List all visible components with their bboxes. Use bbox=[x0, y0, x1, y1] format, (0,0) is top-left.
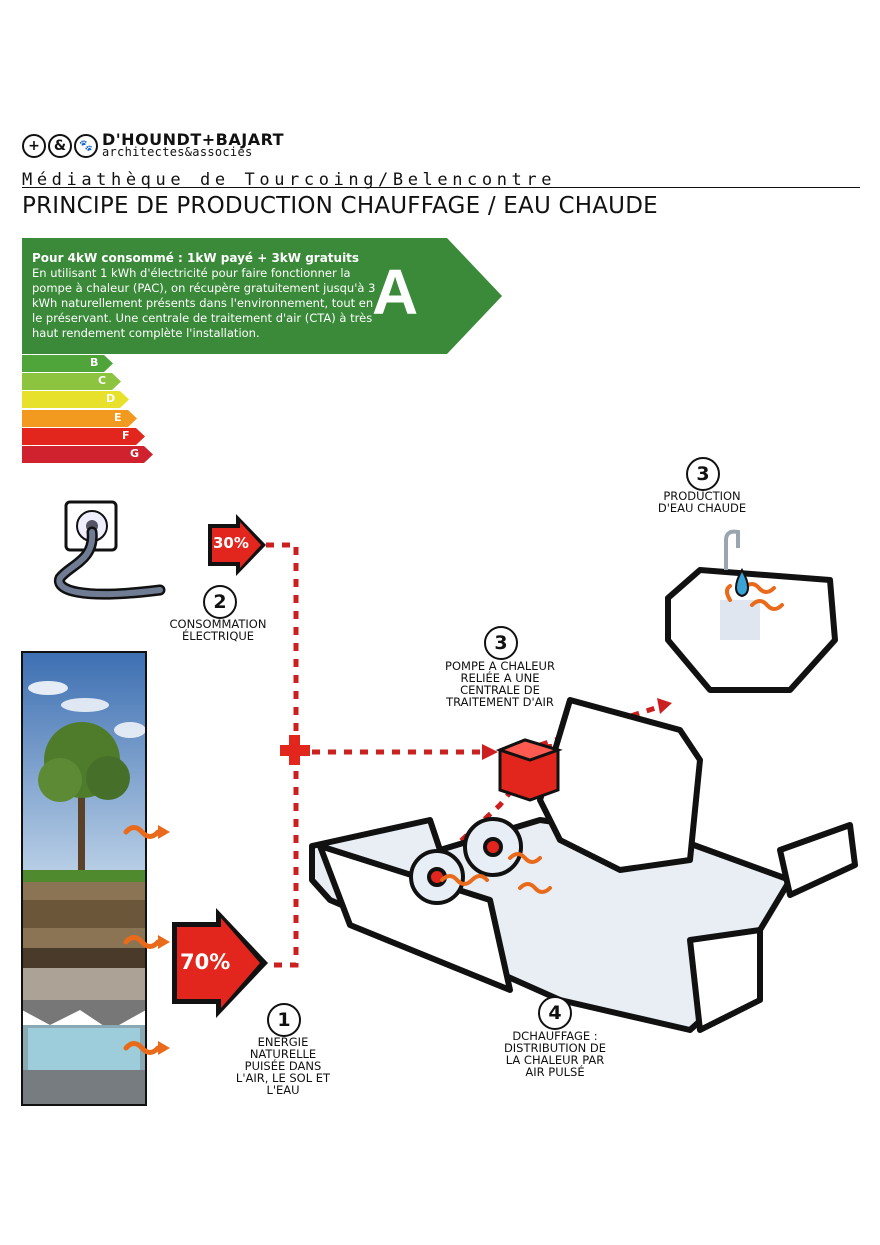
step-4-badge: 4 bbox=[538, 996, 572, 1030]
electric-share-arrow bbox=[208, 514, 266, 576]
rating-bar-e: E bbox=[22, 409, 138, 427]
energy-label-heading: Pour 4kW consommé : 1kW payé + 3kW gratu… bbox=[32, 251, 360, 265]
project-name: Médiathèque de Tourcoing/Belencontre bbox=[22, 170, 557, 190]
electric-share-label: 30% bbox=[213, 534, 249, 552]
rating-letter: G bbox=[130, 447, 140, 460]
energy-grade-letter: A bbox=[372, 256, 419, 328]
plus-logo-icon: + bbox=[22, 134, 46, 158]
electric-socket-icon bbox=[53, 500, 166, 600]
rating-letter: F bbox=[122, 428, 130, 442]
header-divider bbox=[22, 187, 860, 188]
ampersand-logo-icon: & bbox=[48, 134, 72, 158]
firm-name: D'HOUNDT+BAJART bbox=[102, 130, 285, 149]
rating-bar-d: D bbox=[22, 391, 130, 409]
step-4-label: DCHAUFFAGE : DISTRIBUTION DE LA CHALEUR … bbox=[503, 1029, 607, 1079]
rating-letter: E bbox=[114, 410, 122, 424]
step-3-heat-pump-badge: 3 bbox=[484, 626, 518, 660]
step-3-heat-pump-label: POMPE A CHALEUR RELIÉE A UNE CENTRALE DE… bbox=[445, 659, 555, 709]
plus-icon bbox=[280, 735, 310, 765]
rating-letter: D bbox=[106, 392, 116, 406]
natural-share-arrow bbox=[172, 908, 268, 1018]
rating-bar-g: G bbox=[22, 446, 154, 463]
step-2-label: CONSOMMATION ÉLECTRIQUE bbox=[169, 617, 267, 643]
step-1-badge: 1 bbox=[267, 1003, 301, 1037]
paw-logo-icon: 🐾 bbox=[74, 134, 98, 158]
heat-pump-cube-icon bbox=[495, 738, 563, 802]
faucet-icon bbox=[724, 529, 740, 570]
rating-letter: C bbox=[98, 374, 107, 388]
rating-bar-c: C bbox=[22, 373, 122, 391]
rating-letter: B bbox=[90, 356, 99, 369]
rating-bar-f: F bbox=[22, 427, 146, 445]
step-3-hot-water-label: PRODUCTION D'EAU CHAUDE bbox=[657, 489, 747, 515]
fan-icon bbox=[409, 817, 523, 905]
natural-share-label: 70% bbox=[180, 950, 231, 974]
energy-label-text: En utilisant 1 kWh d'électricité pour fa… bbox=[32, 266, 376, 340]
rating-bar-b: B bbox=[22, 355, 114, 372]
building-air-handling-illustration bbox=[309, 567, 858, 1033]
energy-grade-banner bbox=[22, 238, 502, 354]
step-1-label: ENERGIE NATURELLE PUISÉE DANS L'AIR, LE … bbox=[235, 1035, 331, 1097]
page-title: PRINCIPE DE PRODUCTION CHAUFFAGE / EAU C… bbox=[22, 193, 658, 219]
firm-subtitle: architectes&associés bbox=[102, 145, 253, 159]
heat-squiggle-arrows bbox=[123, 825, 161, 1055]
step-2-badge: 2 bbox=[203, 585, 237, 619]
natural-environment-illustration bbox=[21, 651, 147, 1106]
water-drop-icon bbox=[735, 567, 749, 598]
step-3-hot-water-badge: 3 bbox=[686, 457, 720, 491]
